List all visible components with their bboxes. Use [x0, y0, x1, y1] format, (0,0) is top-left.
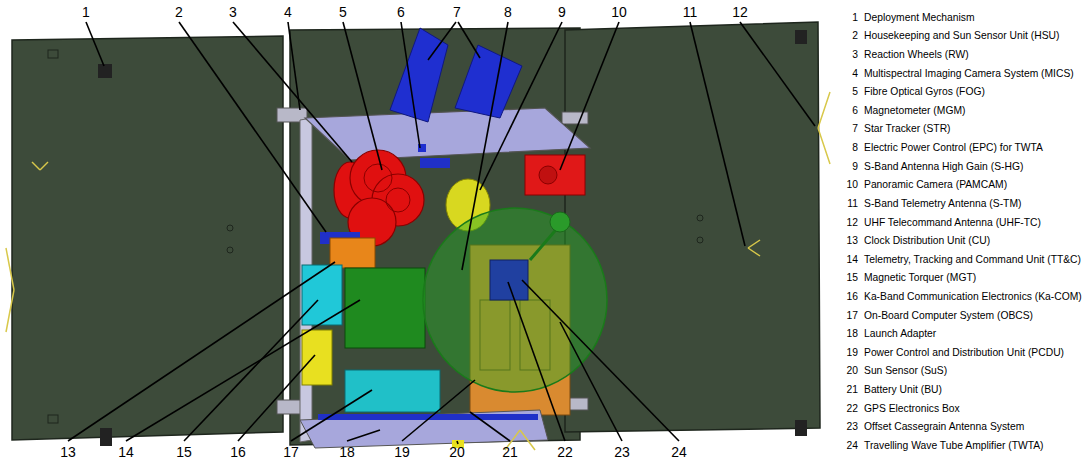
callout-number: 14: [118, 445, 134, 459]
key-number: 15: [847, 273, 858, 283]
key-number: 8: [852, 143, 858, 153]
key-name: Panoramic Camera (PAMCAM): [864, 180, 1007, 190]
key-name: Travelling Wave Tube Amplifier (TWTA): [864, 441, 1044, 451]
callout-number: 6: [397, 5, 405, 19]
key-name: Housekeeping and Sun Sensor Unit (HSU): [864, 31, 1059, 41]
key-number: 24: [847, 441, 858, 451]
key-name: S-Band Antenna High Gain (S-HG): [864, 162, 1023, 172]
key-number: 5: [852, 87, 858, 97]
key-name: Reaction Wheels (RW): [864, 50, 969, 60]
key-name: GPS Electronics Box: [864, 404, 960, 414]
key-number: 18: [847, 329, 858, 339]
key-name: Launch Adapter: [864, 329, 936, 339]
key-number: 2: [852, 31, 858, 41]
callout-number: 3: [229, 5, 237, 19]
key-name: Power Control and Distribution Unit (PCD…: [864, 348, 1064, 358]
key-name: Magnetic Torquer (MGT): [864, 273, 976, 283]
key-number: 12: [847, 218, 858, 228]
callout-number: 19: [394, 445, 410, 459]
key-number: 6: [852, 106, 858, 116]
key-name: Multispectral Imaging Camera System (MIC…: [864, 69, 1074, 79]
key-name: Deployment Mechanism: [864, 13, 975, 23]
callout-number: 11: [683, 5, 698, 19]
key-name: Sun Sensor (SuS): [864, 366, 947, 376]
key-number: 1: [852, 13, 858, 23]
callout-number: 13: [60, 445, 76, 459]
key-number: 3: [852, 50, 858, 60]
callout-number: 24: [671, 445, 687, 459]
callout-number: 20: [449, 445, 465, 459]
key-number: 16: [847, 292, 858, 302]
key-name: Telemetry, Tracking and Command Unit (TT…: [864, 255, 1081, 265]
key-number: 9: [852, 162, 858, 172]
callout-number: 4: [284, 5, 292, 19]
callout-number: 17: [283, 445, 299, 459]
key-number: 14: [847, 255, 858, 265]
callout-number: 21: [502, 445, 518, 459]
callout-number: 2: [175, 5, 183, 19]
key-name: Offset Cassegrain Antenna System: [864, 422, 1024, 432]
key-name: Battery Unit (BU): [864, 385, 942, 395]
key-number: 20: [847, 366, 858, 376]
callout-number: 22: [557, 445, 573, 459]
key-number: 4: [852, 69, 858, 79]
key-name: On-Board Computer System (OBCS): [864, 311, 1033, 321]
key-name: Electric Power Control (EPC) for TWTA: [864, 143, 1043, 153]
callout-number: 18: [339, 445, 355, 459]
callout-number: 23: [614, 445, 630, 459]
callout-number: 7: [453, 5, 461, 19]
callout-number: 8: [504, 5, 512, 19]
key-name: UHF Telecommand Antenna (UHF-TC): [864, 218, 1041, 228]
key-name: S-Band Telemetry Antenna (S-TM): [864, 199, 1021, 209]
key-number: 11: [847, 199, 858, 209]
key-number: 17: [847, 311, 858, 321]
key-name: Clock Distribution Unit (CU): [864, 236, 990, 246]
key-number: 23: [847, 422, 858, 432]
callout-number: 15: [176, 445, 192, 459]
key-number: 10: [847, 180, 858, 190]
key-number: 13: [847, 236, 858, 246]
key-name: Ka-Band Communication Electronics (Ka-CO…: [864, 292, 1082, 302]
key-number: 7: [852, 124, 858, 134]
callout-number: 10: [611, 5, 627, 19]
callout-number: 12: [732, 5, 748, 19]
callout-number: 16: [230, 445, 246, 459]
callout-number: 1: [82, 5, 90, 19]
callout-number: 5: [339, 5, 347, 19]
callout-number: 9: [558, 5, 566, 19]
key-number: 19: [847, 348, 858, 358]
key-name: Magnetometer (MGM): [864, 106, 965, 116]
key-name: Fibre Optical Gyros (FOG): [864, 87, 985, 97]
key-name: Star Tracker (STR): [864, 124, 951, 134]
key-number: 21: [847, 385, 858, 395]
key-number: 22: [847, 404, 858, 414]
